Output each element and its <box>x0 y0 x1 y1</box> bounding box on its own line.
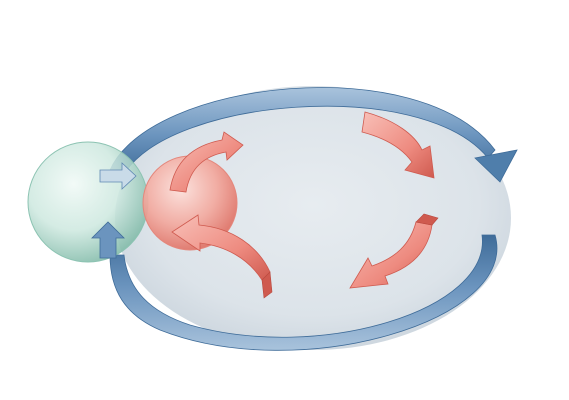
connector-arrow-upper <box>99 162 137 190</box>
inner-arrow-bottom-left <box>171 214 273 299</box>
outer-arrow-top-head <box>474 149 518 183</box>
inner-arrow-top-left <box>169 131 244 193</box>
outer-arrow-top <box>109 87 518 183</box>
inner-arrow-bottom-right <box>349 213 439 289</box>
connector-arrow-lower <box>91 221 125 259</box>
inner-arrow-top-right <box>361 111 435 179</box>
green-sphere <box>27 141 149 263</box>
